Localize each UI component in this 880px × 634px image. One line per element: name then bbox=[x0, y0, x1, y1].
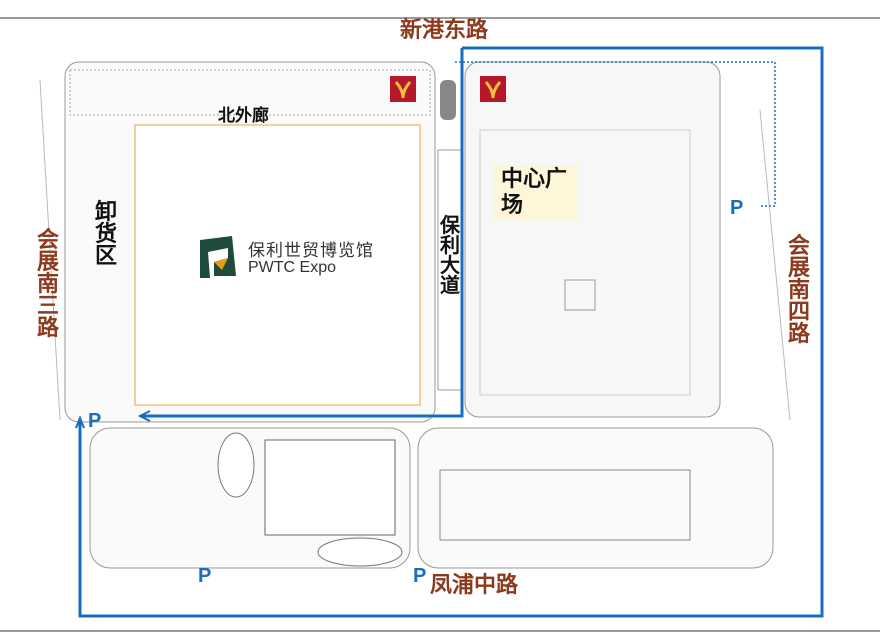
pwtc-logo-icon bbox=[200, 236, 236, 278]
parking-west: P bbox=[88, 410, 102, 432]
parking-east: P bbox=[730, 197, 744, 219]
venue-name-cn: 保利世贸博览馆 bbox=[248, 241, 374, 261]
parking-south-west: P bbox=[198, 565, 212, 587]
poly-avenue-label: 保利大道 bbox=[440, 213, 460, 297]
road-east-label: 会展南四路 bbox=[787, 234, 810, 347]
south-west-building bbox=[264, 439, 396, 536]
south-east-building bbox=[439, 469, 691, 541]
plaza-floor bbox=[479, 129, 691, 396]
west-road-edge bbox=[39, 79, 61, 421]
central-plaza-label: 中心广场 bbox=[493, 165, 577, 219]
south-entrance bbox=[317, 537, 403, 567]
dotted-route bbox=[455, 61, 776, 207]
loading-zone-label: 卸货区 bbox=[94, 200, 117, 269]
expo-hall bbox=[134, 124, 421, 406]
plaza-block bbox=[464, 61, 721, 418]
venue-name-en: PWTC Expo bbox=[248, 259, 337, 276]
north-corridor-label: 北外廊 bbox=[218, 106, 269, 126]
perimeter-route bbox=[78, 46, 824, 618]
route-lines bbox=[75, 46, 824, 618]
roundabout bbox=[217, 432, 255, 498]
road-north-label: 新港东路 bbox=[400, 18, 489, 43]
metro-logo-east bbox=[480, 76, 506, 102]
road-south-label: 凤浦中路 bbox=[430, 573, 519, 598]
road-west-label: 会展南三路 bbox=[36, 228, 59, 341]
parking-south: P bbox=[413, 565, 427, 587]
plaza-core bbox=[564, 279, 596, 311]
poly-avenue-strip bbox=[437, 149, 463, 391]
metro-logo-west bbox=[390, 76, 416, 102]
south-east-block bbox=[417, 427, 774, 569]
north-corridor-area bbox=[69, 69, 431, 116]
metro-entrance bbox=[440, 80, 456, 120]
inner-route bbox=[140, 48, 464, 418]
east-road-edge bbox=[759, 109, 791, 421]
